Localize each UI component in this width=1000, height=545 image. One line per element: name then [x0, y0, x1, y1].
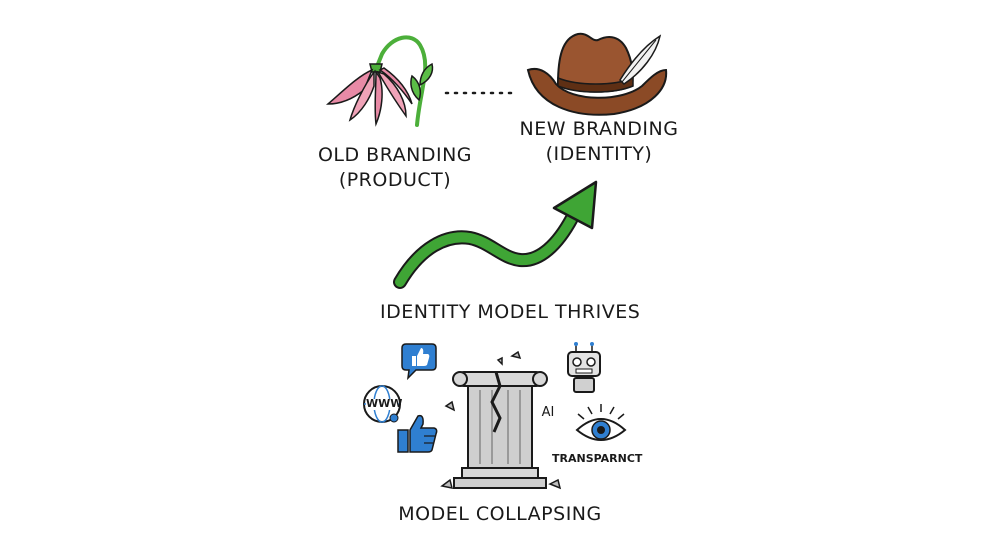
- new-branding-subtitle: (IDENTITY): [545, 143, 653, 165]
- transparency-label: TRANSPARNCT: [552, 452, 643, 465]
- new-branding-label: NEW BRANDING (IDENTITY): [514, 117, 684, 167]
- www-globe-icon: [363, 385, 401, 423]
- cracked-column-icon: [440, 350, 562, 490]
- model-collapsing-label: MODEL COLLAPSING: [398, 503, 602, 525]
- robot-icon: [567, 342, 601, 393]
- growth-arrow-icon: [393, 180, 598, 289]
- old-branding-title: OLD BRANDING: [317, 144, 473, 166]
- dotted-connector: [444, 91, 520, 95]
- old-branding-subtitle: (PRODUCT): [338, 169, 452, 191]
- thumbs-up-icon: [397, 414, 438, 453]
- ai-label: AI: [541, 405, 555, 420]
- old-branding-label: OLD BRANDING (PRODUCT): [310, 143, 480, 193]
- www-label: WWW: [366, 397, 403, 410]
- identity-thrives-label: IDENTITY MODEL THRIVES: [380, 301, 641, 323]
- new-branding-title: NEW BRANDING: [519, 118, 679, 140]
- eye-icon: [575, 404, 627, 441]
- like-bubble-icon: [401, 343, 437, 381]
- cowboy-hat-icon: [526, 32, 668, 116]
- wilted-flower-icon: [325, 35, 434, 127]
